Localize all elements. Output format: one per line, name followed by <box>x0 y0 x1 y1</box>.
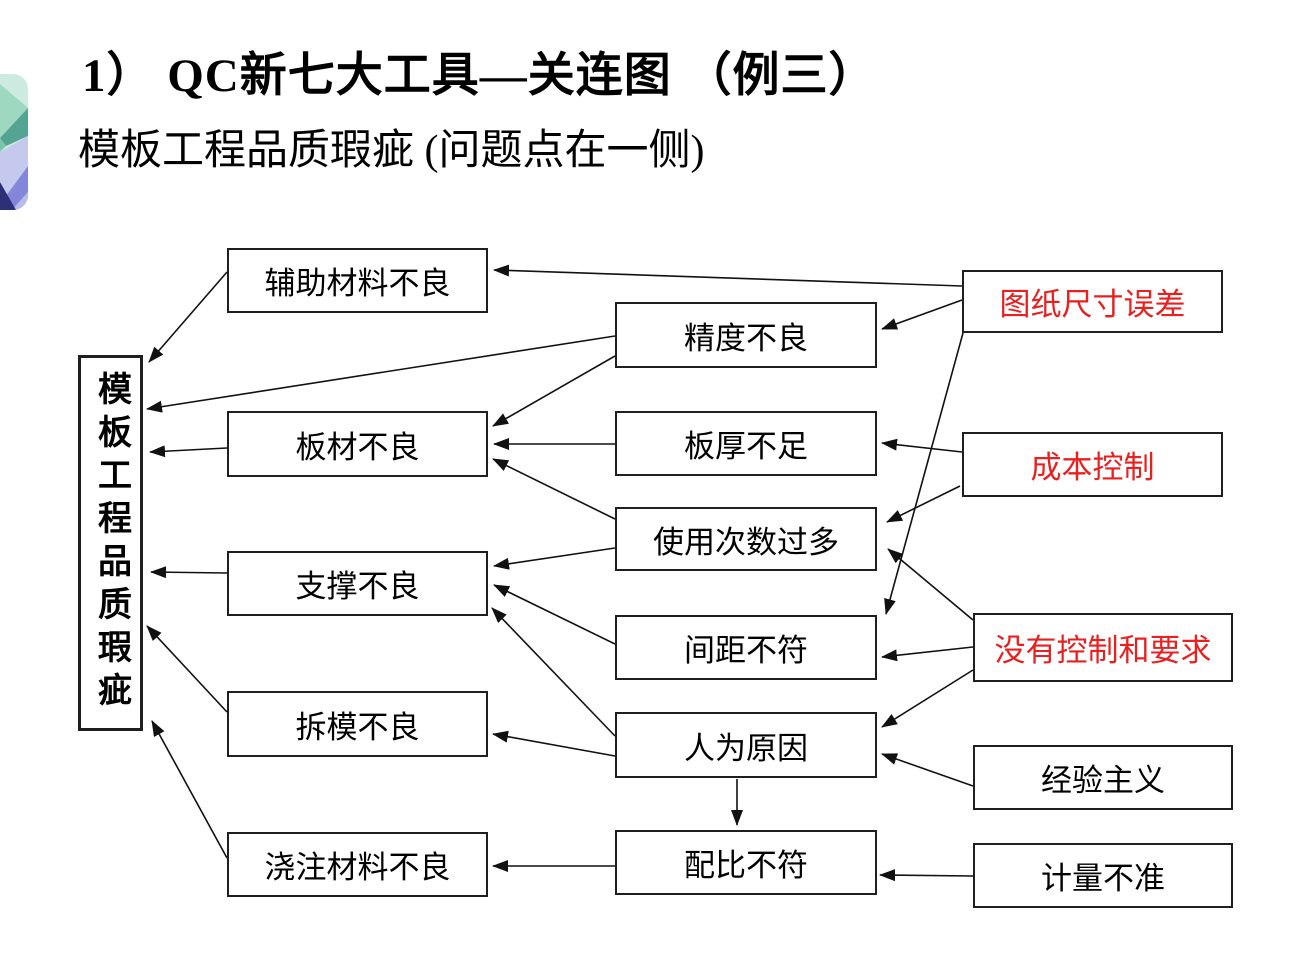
node-fuzhu-cailiao: 辅助材料不良 <box>227 248 488 313</box>
node-jiliang: 计量不准 <box>973 843 1233 908</box>
slide-corner-decoration-icon <box>0 74 28 210</box>
node-shiyong-cishu-label: 使用次数过多 <box>653 524 839 560</box>
edge-bancai-to-main <box>149 445 228 458</box>
page-subtitle: 模板工程品质瑕疵 (问题点在一侧) <box>78 128 705 174</box>
edge-shiyong-cishu-to-zhicheng <box>493 547 616 570</box>
node-jingdu: 精度不良 <box>615 302 877 368</box>
edge-jianju-to-zhicheng <box>493 584 616 645</box>
node-zhicheng: 支撑不良 <box>227 551 488 616</box>
edge-jingdu-to-bancai <box>492 355 616 427</box>
edge-tuzhi-chicun-to-jianju <box>884 332 964 615</box>
page-title: 1） QC新七大工具—关连图 （例三） <box>82 50 877 102</box>
edge-meiyou-kongzhi-to-jianju <box>881 646 974 662</box>
node-chengben-label: 成本控制 <box>1030 450 1155 485</box>
node-zhicheng-label: 支撑不良 <box>295 569 420 604</box>
edge-renwei-to-zhicheng <box>491 607 616 737</box>
node-banhou: 板厚不足 <box>615 411 877 476</box>
node-jianju-label: 间距不符 <box>684 633 808 668</box>
edge-zhicheng-to-main <box>150 566 228 579</box>
node-jingyan: 经验主义 <box>973 745 1233 810</box>
edge-meiyou-kongzhi-to-shiyong-cishu <box>887 548 974 621</box>
edge-jiliang-to-peibi <box>879 869 974 882</box>
edge-chaimo-to-main <box>146 625 228 713</box>
node-fuzhu-cailiao-label: 辅助材料不良 <box>264 266 451 301</box>
edge-shiyong-cishu-to-bancai <box>492 458 616 520</box>
edge-fuzhu-cailiao-to-main <box>148 271 228 363</box>
node-jiliang-label: 计量不准 <box>1041 861 1165 896</box>
edge-chengben-to-banhou <box>881 438 963 453</box>
edge-tuzhi-chicun-to-jingdu <box>881 299 963 330</box>
node-main-problem: 模板工程品质瑕疵 <box>78 355 143 731</box>
edge-meiyou-kongzhi-to-renwei <box>881 669 974 728</box>
edge-tuzhi-chicun-to-fuzhu-cailiao <box>493 264 963 287</box>
node-chengben: 成本控制 <box>962 432 1223 497</box>
node-peibi: 配比不符 <box>615 830 877 895</box>
edge-jingdu-to-main <box>146 335 616 413</box>
edge-renwei-to-chaimo <box>492 730 616 757</box>
node-chaimo-label: 拆模不良 <box>295 709 420 745</box>
edge-jingyan-to-renwei <box>881 753 974 787</box>
node-peibi-label: 配比不符 <box>684 848 808 883</box>
node-jingdu-label: 精度不良 <box>684 320 808 356</box>
node-jiaozhu-cailiao: 浇注材料不良 <box>227 832 488 897</box>
node-renwei: 人为原因 <box>615 712 877 778</box>
node-bancai: 板材不良 <box>227 411 488 477</box>
node-banhou-label: 板厚不足 <box>684 429 808 464</box>
edge-chengben-to-shiyong-cishu <box>886 485 961 523</box>
node-meiyou-kongzhi-label: 没有控制和要求 <box>994 633 1212 668</box>
node-tuzhi-chicun: 图纸尺寸误差 <box>962 270 1223 333</box>
node-jiaozhu-cailiao-label: 浇注材料不良 <box>264 850 451 885</box>
node-jingyan-label: 经验主义 <box>1041 763 1165 798</box>
node-shiyong-cishu: 使用次数过多 <box>615 507 877 571</box>
node-chaimo: 拆模不良 <box>227 691 488 757</box>
node-main-problem-label: 模板工程品质瑕疵 <box>92 371 130 715</box>
edge-jiaozhu-cailiao-to-main <box>151 720 228 859</box>
node-meiyou-kongzhi: 没有控制和要求 <box>973 613 1233 682</box>
node-tuzhi-chicun-label: 图纸尺寸误差 <box>999 287 1186 322</box>
node-renwei-label: 人为原因 <box>684 730 808 766</box>
node-jianju: 间距不符 <box>615 615 877 680</box>
node-bancai-label: 板材不良 <box>295 429 420 465</box>
